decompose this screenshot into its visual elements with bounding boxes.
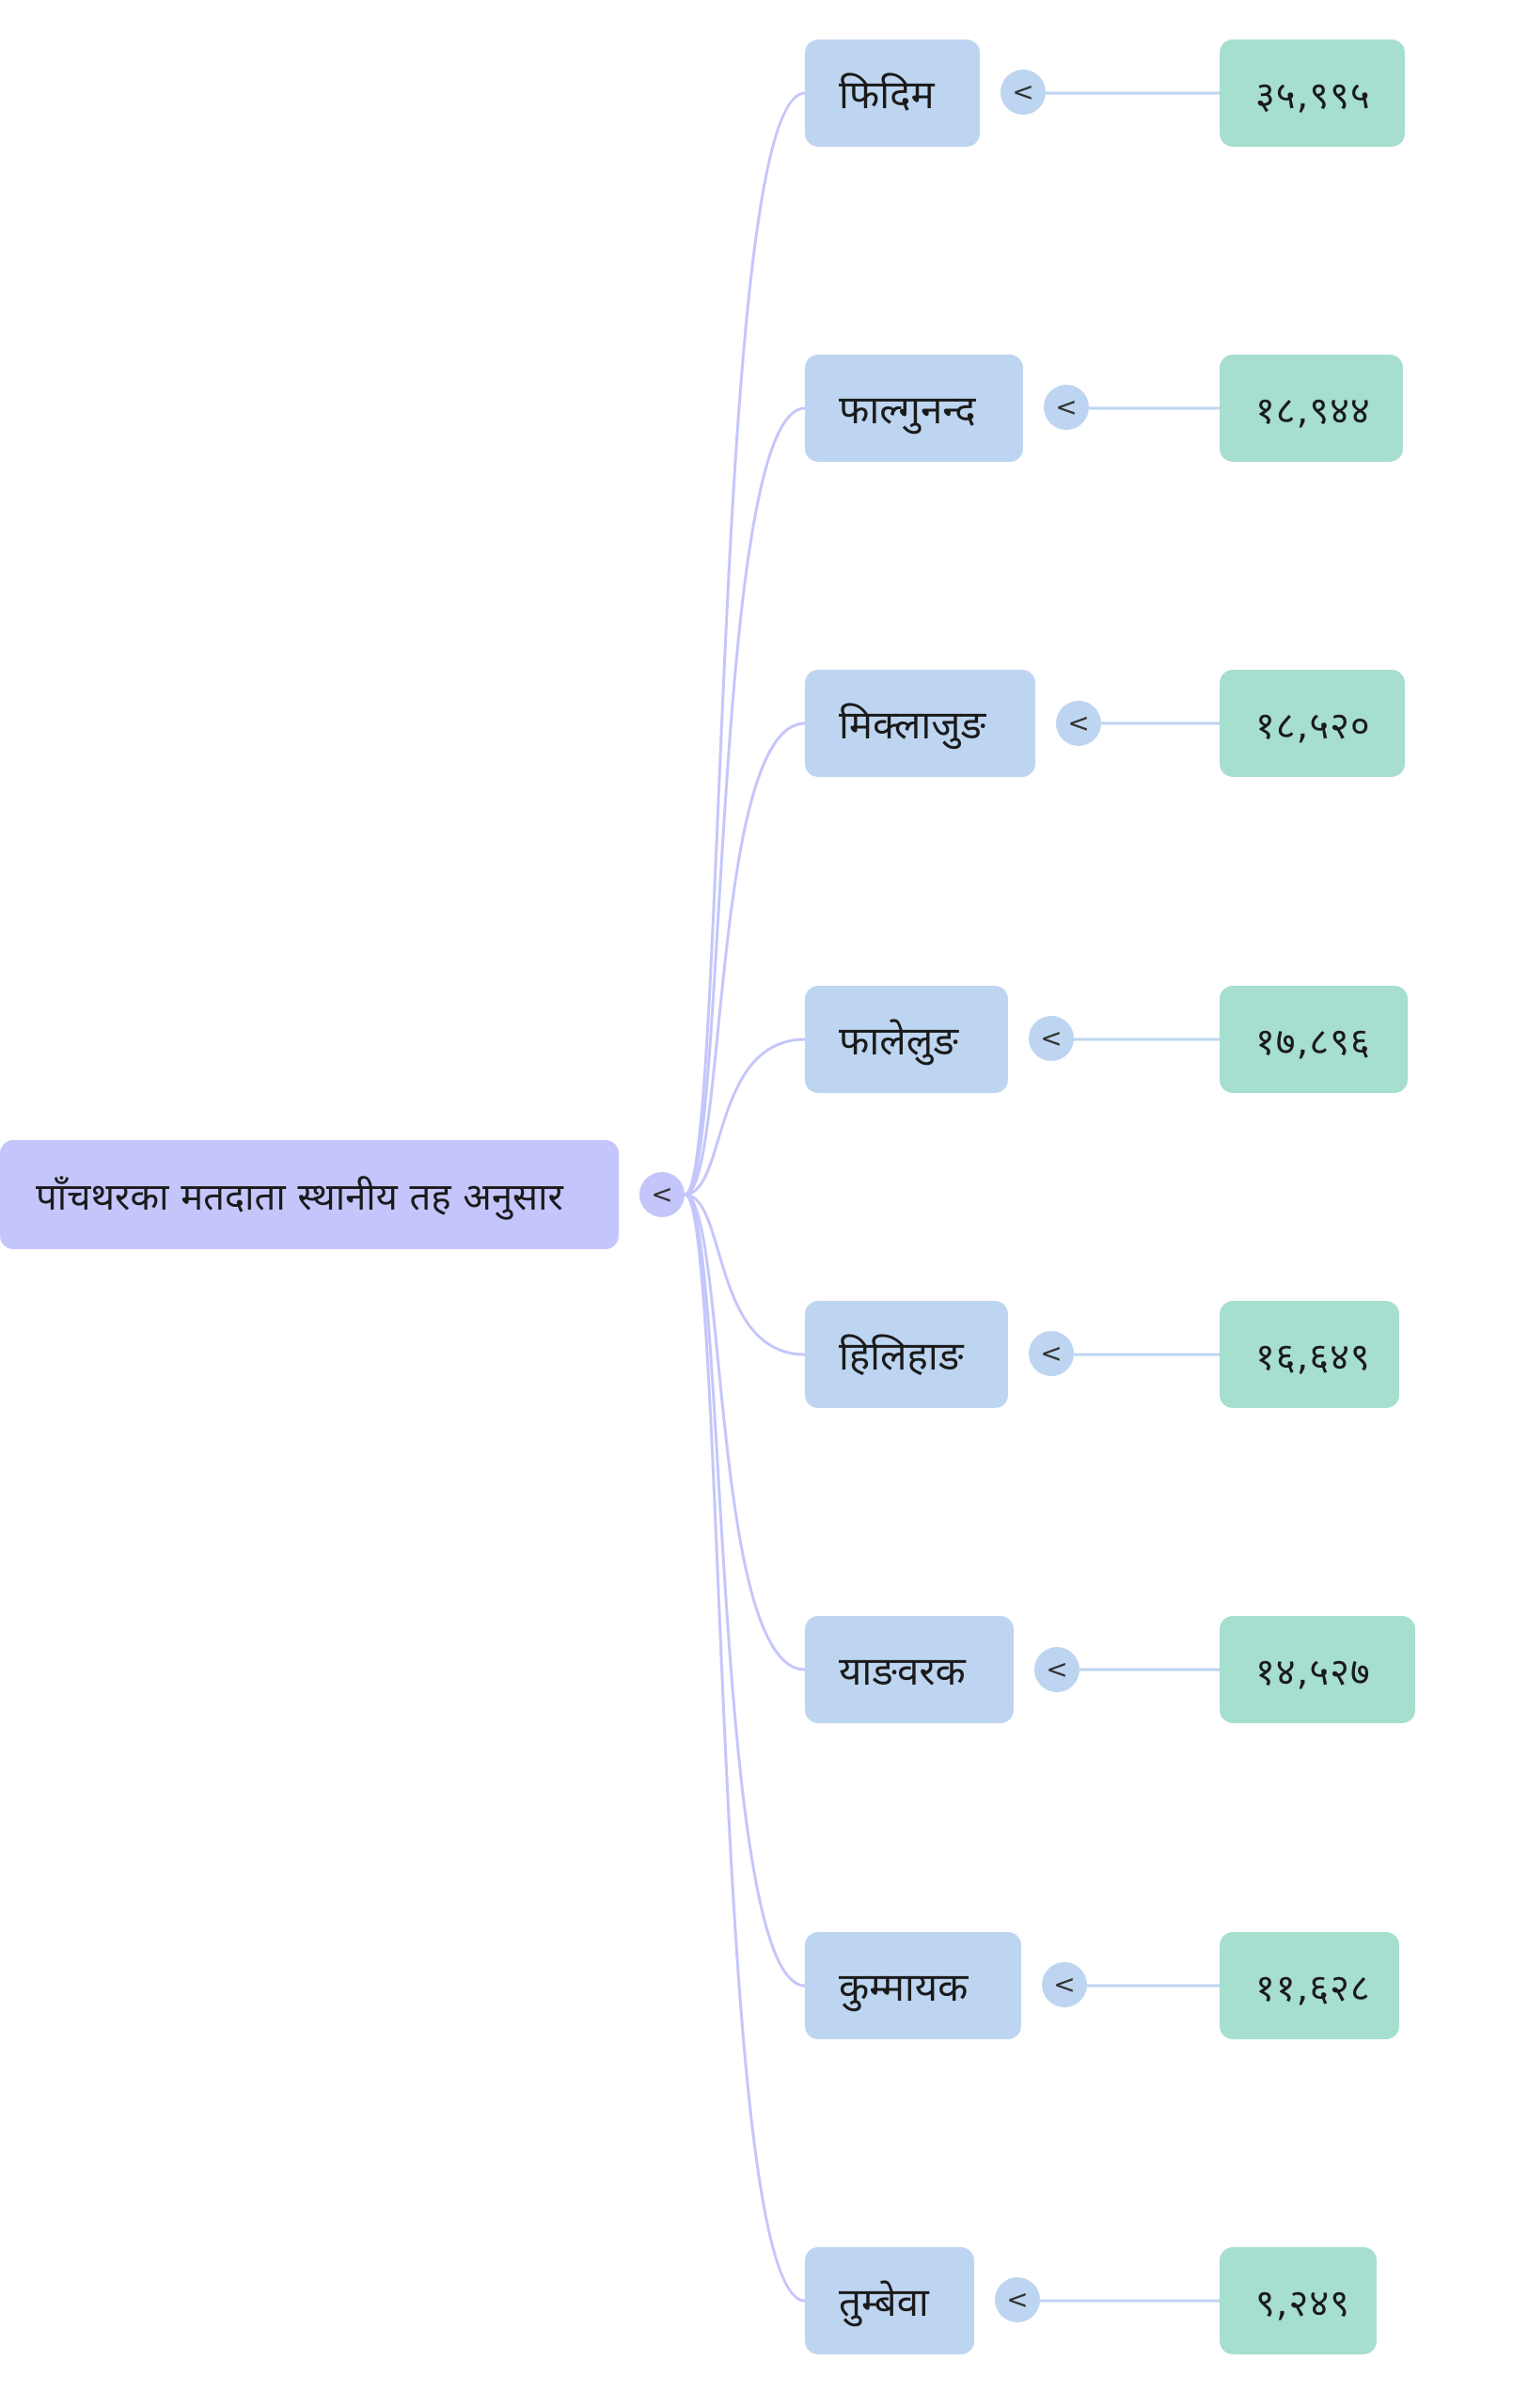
chevron-left-icon: <	[1040, 1022, 1063, 1054]
branch-node[interactable]: फाल्गुनन्द	[805, 355, 1023, 462]
root-to-branch-connector	[684, 721, 806, 1196]
chevron-left-icon: <	[1006, 2284, 1029, 2315]
branch-label: कुम्मायक	[839, 1963, 969, 2010]
value-node[interactable]: १८,९४४	[1220, 355, 1403, 462]
branch-node[interactable]: कुम्मायक	[805, 1932, 1021, 2039]
chevron-left-icon: <	[1067, 707, 1090, 738]
root-node[interactable]: पाँचथरका मतदाता स्थानीय तह अनुसार	[0, 1140, 619, 1249]
value-node[interactable]: ३५,९९५	[1220, 40, 1405, 147]
value-label: ११,६२८	[1255, 1966, 1371, 2010]
root-to-branch-connector	[684, 1193, 806, 2303]
root-collapse-toggle[interactable]: <	[639, 1172, 685, 1217]
chevron-left-icon: <	[1040, 1338, 1063, 1369]
branch-collapse-toggle[interactable]: <	[1029, 1331, 1074, 1376]
value-node[interactable]: १६,६४९	[1220, 1301, 1399, 1408]
value-node[interactable]: ११,६२८	[1220, 1932, 1399, 2039]
branch-label: याङवरक	[839, 1647, 966, 1694]
branch-label: हिलिहाङ	[839, 1332, 964, 1379]
branch-collapse-toggle[interactable]: <	[1029, 1016, 1074, 1061]
root-to-branch-connector	[684, 1193, 806, 1671]
root-to-branch-connector	[684, 1193, 806, 1356]
chevron-left-icon: <	[1055, 391, 1078, 422]
root-label: पाँचथरका मतदाता स्थानीय तह अनुसार	[36, 1175, 563, 1219]
value-label: १८,५२०	[1255, 704, 1371, 748]
value-node[interactable]: १४,५२७	[1220, 1616, 1415, 1723]
root-to-branch-connector	[684, 91, 806, 1196]
chevron-left-icon: <	[1012, 76, 1034, 107]
branch-node[interactable]: फिदिम	[805, 40, 980, 147]
branch-node[interactable]: फालेलुङ	[805, 986, 1008, 1093]
root-to-branch-connector	[684, 1193, 806, 1988]
branch-node[interactable]: तुम्बेवा	[805, 2247, 974, 2354]
branch-label: मिक्लाजुङ	[839, 701, 986, 748]
branch-label: फालेलुङ	[839, 1017, 958, 1064]
root-to-branch-connector	[684, 1038, 806, 1196]
branch-collapse-toggle[interactable]: <	[1001, 70, 1046, 115]
branch-collapse-toggle[interactable]: <	[1056, 701, 1101, 746]
branch-collapse-toggle[interactable]: <	[1044, 385, 1089, 430]
branch-collapse-toggle[interactable]: <	[1042, 1962, 1087, 2007]
value-node[interactable]: १८,५२०	[1220, 670, 1405, 777]
chevron-left-icon: <	[651, 1179, 673, 1210]
branch-label: तुम्बेवा	[839, 2278, 929, 2325]
branch-node[interactable]: याङवरक	[805, 1616, 1014, 1723]
value-node[interactable]: १७,८९६	[1220, 986, 1408, 1093]
value-label: १६,६४९	[1255, 1335, 1371, 1379]
branch-collapse-toggle[interactable]: <	[1034, 1647, 1080, 1692]
value-label: १४,५२७	[1255, 1650, 1371, 1694]
branch-node[interactable]: हिलिहाङ	[805, 1301, 1008, 1408]
branch-collapse-toggle[interactable]: <	[995, 2277, 1040, 2322]
chevron-left-icon: <	[1053, 1969, 1076, 2000]
root-to-branch-connector	[684, 406, 806, 1196]
branch-label: फिदिम	[839, 71, 935, 118]
branch-label: फाल्गुनन्द	[839, 386, 976, 433]
value-label: १८,९४४	[1255, 388, 1371, 433]
value-label: १७,८९६	[1255, 1020, 1371, 1064]
value-node[interactable]: ९,२४९	[1220, 2247, 1377, 2354]
chevron-left-icon: <	[1046, 1654, 1068, 1685]
value-label: ९,२४९	[1255, 2281, 1350, 2325]
value-label: ३५,९९५	[1255, 73, 1371, 118]
branch-node[interactable]: मिक्लाजुङ	[805, 670, 1035, 777]
